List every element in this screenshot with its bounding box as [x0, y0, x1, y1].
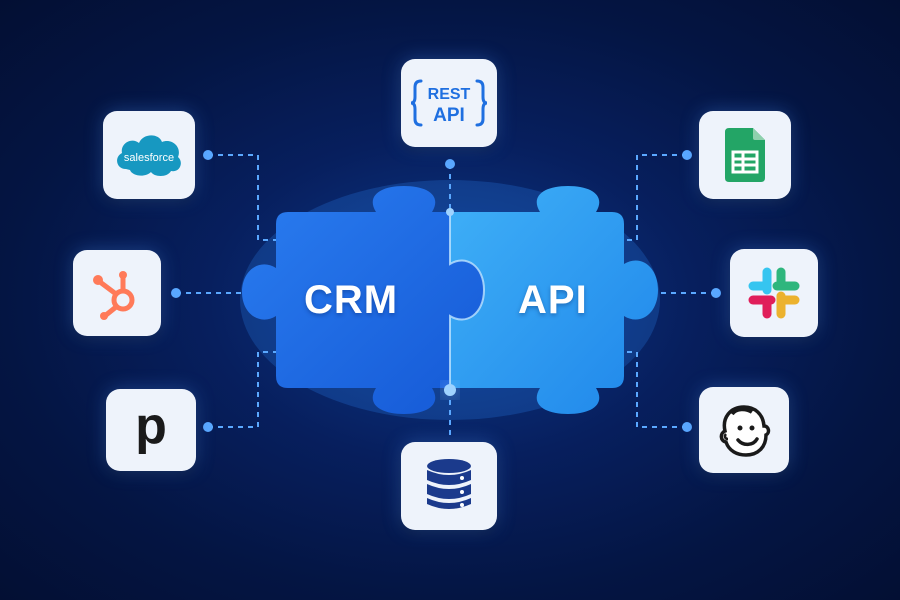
- google-sheets-icon: [725, 128, 765, 182]
- connector-salesforce: [208, 154, 276, 241]
- crm-label: CRM: [304, 278, 399, 322]
- connector-dot: [682, 422, 692, 432]
- connector-sheets: [624, 154, 687, 241]
- salesforce-cloud-icon: salesforce: [117, 135, 181, 176]
- connector-dot: [711, 288, 721, 298]
- seam-glow-dot: [446, 208, 454, 216]
- salesforce-logo-text: salesforce: [124, 152, 174, 164]
- pipedrive-icon: p: [135, 397, 167, 455]
- api-small-label: API: [433, 105, 465, 126]
- rest-api-braces-icon: REST API: [410, 79, 488, 127]
- slack-icon: [748, 267, 800, 319]
- seam-glow-dot: [444, 384, 456, 396]
- connector-pipedrive: [208, 351, 276, 428]
- puzzle-seam: [449, 212, 486, 388]
- connector-mailchimp: [624, 351, 687, 428]
- database-icon: [427, 459, 471, 509]
- mailchimp-icon: [719, 405, 771, 457]
- puzzle-piece-crm: [242, 186, 484, 414]
- connector-dot: [203, 422, 213, 432]
- mailchimp-tile[interactable]: [699, 387, 789, 473]
- rest-label: REST: [428, 86, 471, 103]
- google-sheets-tile[interactable]: [699, 111, 791, 199]
- hubspot-tile[interactable]: [73, 250, 161, 336]
- puzzle-piece-api: [450, 186, 658, 414]
- pipedrive-tile[interactable]: p: [106, 389, 196, 471]
- connector-dot: [682, 150, 692, 160]
- rest-api-tile[interactable]: REST API: [401, 59, 497, 147]
- hubspot-sprocket-icon: [93, 271, 135, 320]
- slack-tile[interactable]: [730, 249, 818, 337]
- salesforce-tile[interactable]: salesforce: [103, 111, 195, 199]
- database-tile[interactable]: [401, 442, 497, 530]
- connector-dot: [445, 159, 455, 169]
- api-label: API: [518, 278, 588, 322]
- connector-dot: [171, 288, 181, 298]
- connector-dot: [203, 150, 213, 160]
